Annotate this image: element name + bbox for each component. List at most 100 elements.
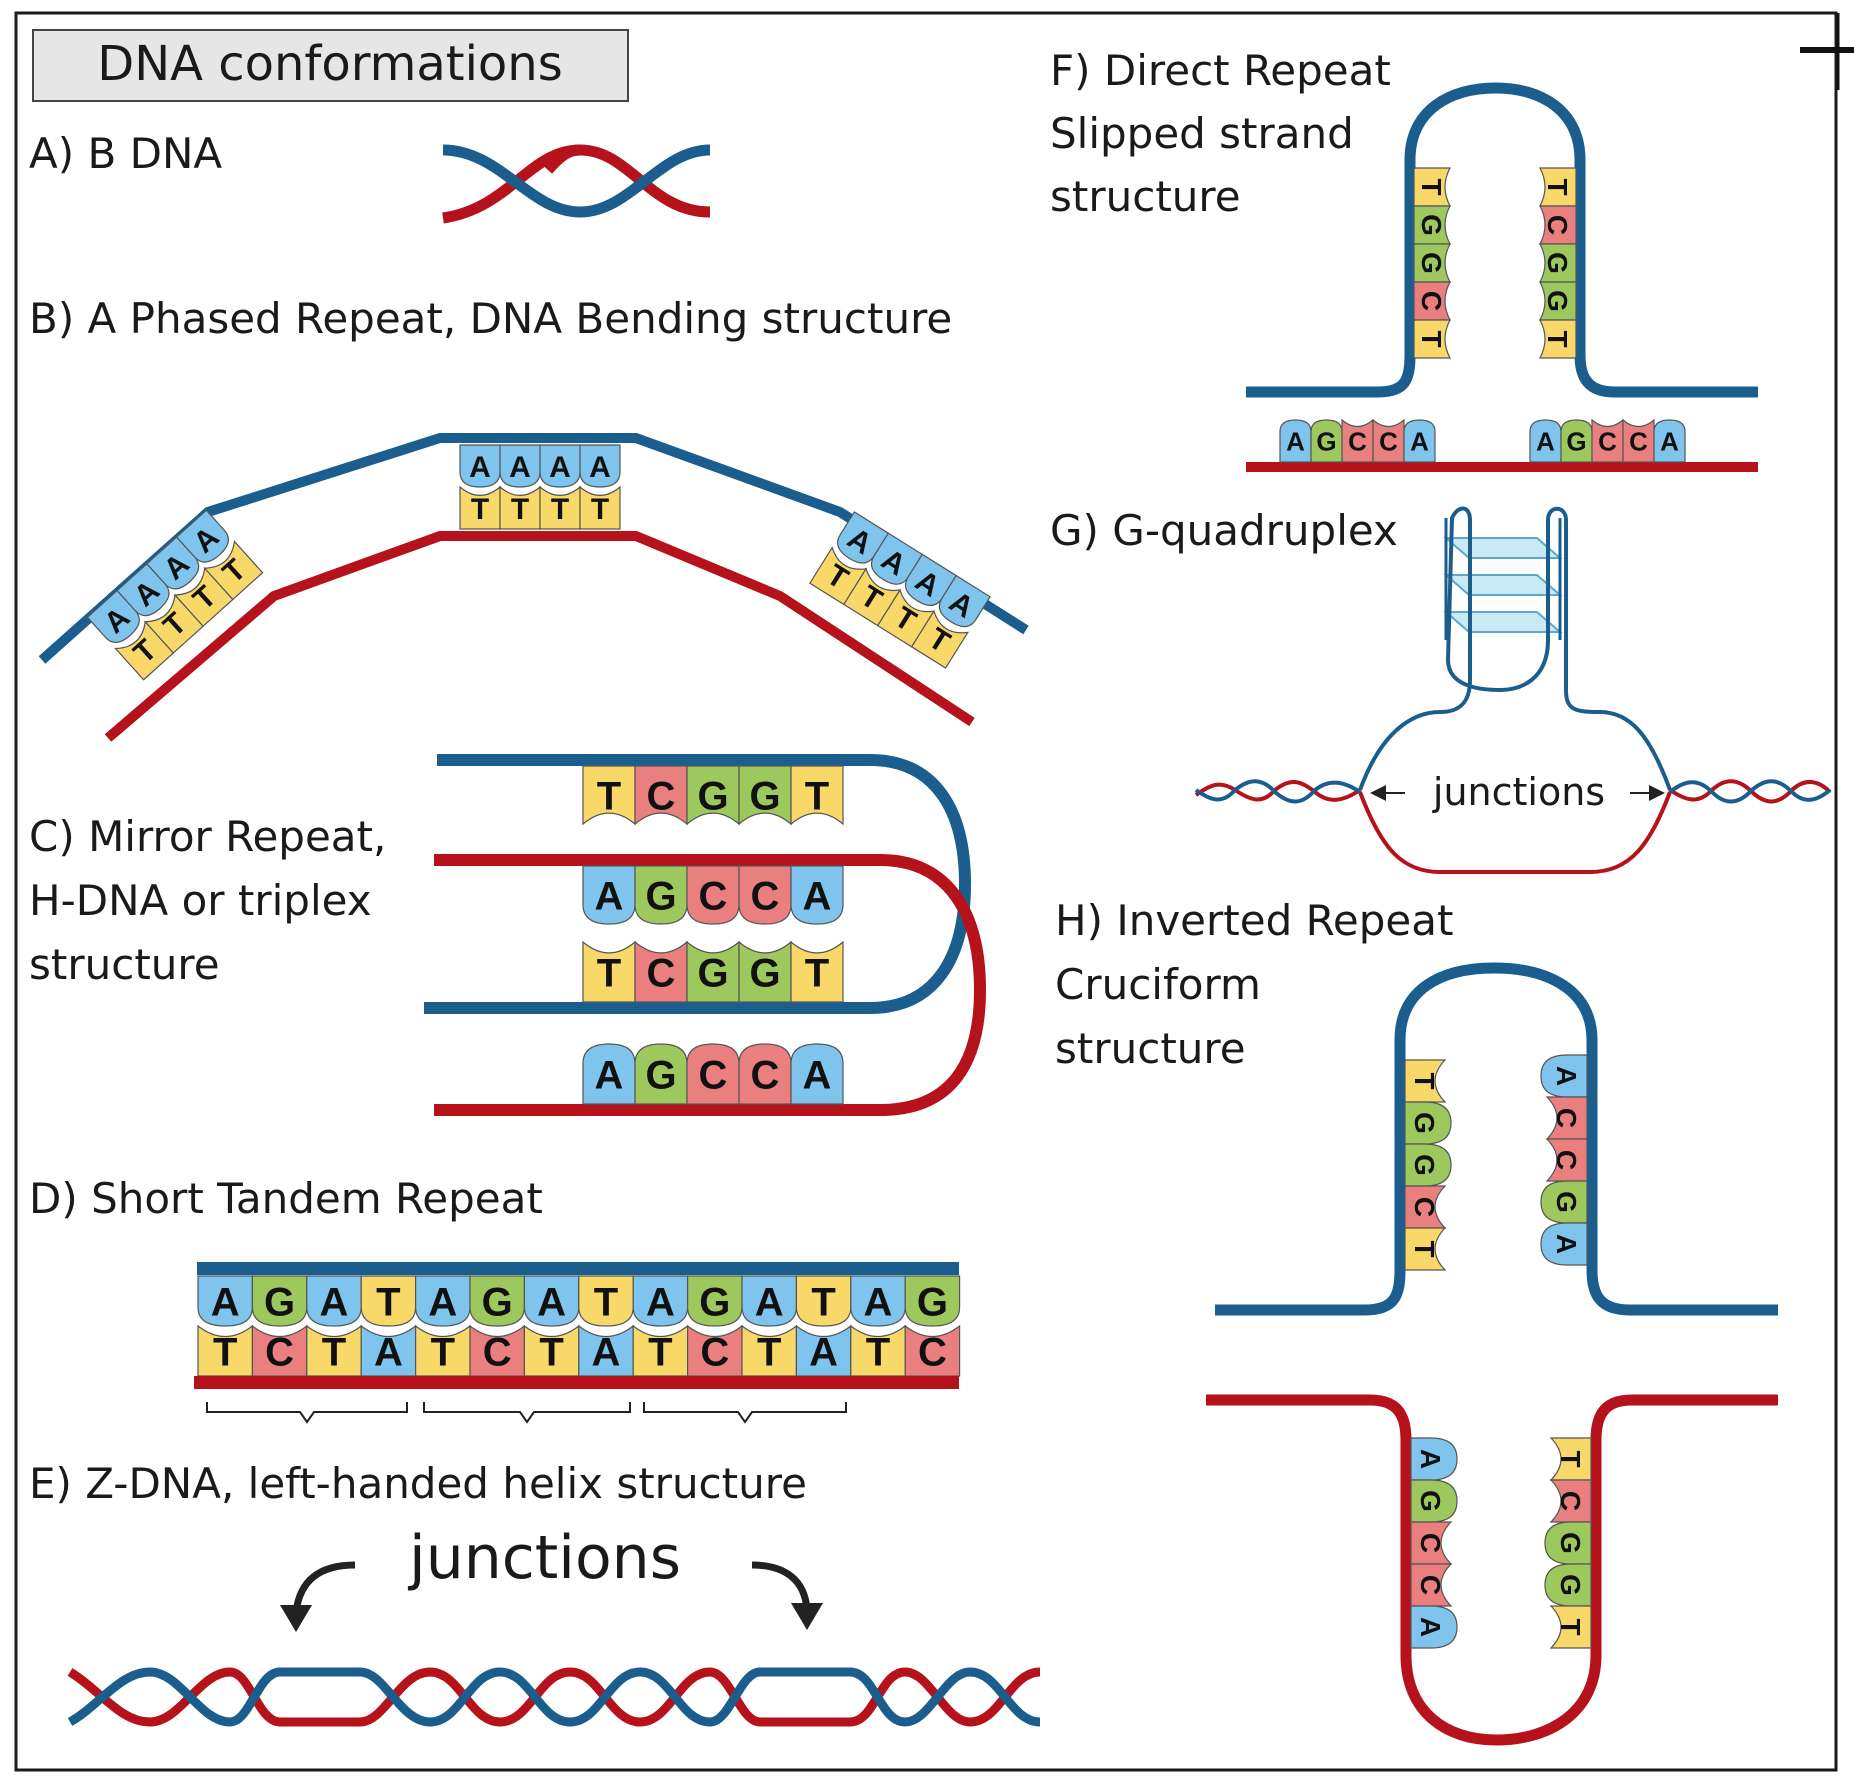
base-T: T	[1539, 319, 1577, 359]
base-G: G	[1544, 1521, 1592, 1565]
panel-b-label: B) A Phased Repeat, DNA Bending structur…	[29, 294, 952, 343]
slipped-blue-strand	[1246, 82, 1758, 398]
base-shape	[790, 1043, 844, 1105]
base-shape	[687, 1275, 743, 1327]
base-G: G	[1540, 1180, 1588, 1224]
quadruplex-strand	[1358, 506, 1672, 791]
panel-h-label-line3: structure	[1055, 1024, 1246, 1073]
base-shape	[790, 765, 844, 826]
base-G: G	[469, 1275, 525, 1327]
base-letter: C	[647, 774, 676, 818]
base-A: A	[795, 1324, 852, 1377]
z-dna-junctions-label: junctions	[407, 1523, 681, 1593]
base-G: G	[687, 1275, 743, 1327]
base-G: G	[1539, 281, 1577, 321]
base-A: A	[837, 511, 890, 564]
base-letter: C	[1415, 1575, 1446, 1595]
base-A: A	[539, 444, 581, 488]
base-T: T	[539, 485, 581, 530]
base-letter: A	[864, 1280, 893, 1324]
base-shape	[938, 574, 991, 628]
base-G: G	[1413, 243, 1451, 283]
base-T: T	[910, 609, 970, 669]
base-G: G	[686, 765, 740, 826]
base-T: T	[360, 1275, 417, 1327]
base-letter: T	[805, 951, 829, 995]
base-A: A	[306, 1275, 362, 1327]
base-letter: T	[597, 774, 621, 818]
base-shape	[306, 1275, 362, 1327]
base-T: T	[790, 940, 844, 1003]
base-letter: T	[1542, 178, 1573, 195]
base-letter: C	[1416, 291, 1447, 311]
base-letter: T	[431, 1330, 455, 1374]
base-letter: C	[647, 951, 676, 995]
base-letter: T	[648, 1330, 672, 1374]
panel-c-label-line1: C) Mirror Repeat,	[29, 812, 386, 861]
base-C: C	[1549, 1479, 1592, 1523]
base-letter: A	[809, 1330, 838, 1374]
base-shape	[634, 865, 688, 925]
base-letter: T	[213, 1330, 237, 1374]
base-letter: G	[1555, 1574, 1586, 1596]
triplex-red-strand	[434, 854, 987, 1116]
str-blue-strand	[197, 1262, 959, 1275]
base-letter: T	[322, 1330, 346, 1374]
base-T: T	[306, 1324, 362, 1377]
quadruplex-left-helix-red	[1194, 780, 1362, 802]
base-A: A	[360, 1324, 417, 1377]
base-letter: C	[751, 874, 780, 918]
base-G: G	[1410, 1479, 1458, 1523]
panel-h-label-line2: Cruciform	[1055, 960, 1261, 1009]
base-letter: A	[1415, 1617, 1446, 1637]
base-A: A	[1279, 419, 1312, 463]
base-T: T	[173, 566, 234, 628]
base-letter: C	[1409, 1197, 1440, 1217]
base-shape	[1410, 1605, 1458, 1649]
base-letter: T	[757, 1330, 781, 1374]
base-shape	[1404, 1059, 1447, 1103]
bending-red-strand	[104, 531, 975, 742]
repeat-bracket-3	[643, 1402, 847, 1424]
quadruplex-left-helix-blue	[1194, 779, 1362, 804]
base-C: C	[1545, 1138, 1588, 1182]
base-letter: A	[211, 1280, 240, 1324]
base-letter: G	[1416, 252, 1447, 274]
base-A: A	[1529, 419, 1562, 463]
base-T: T	[579, 485, 621, 530]
base-letter: T	[1409, 1240, 1440, 1257]
base-shape	[1653, 419, 1686, 463]
base-shape	[910, 609, 970, 669]
quadruplex-right-helix-blue	[1668, 779, 1832, 804]
base-letter: T	[1555, 1450, 1586, 1467]
base-A: A	[197, 1275, 253, 1327]
base-letter: C	[1415, 1533, 1446, 1553]
base-letter: C	[1542, 215, 1573, 235]
base-letter: A	[803, 874, 832, 918]
base-letter: G	[1551, 1191, 1582, 1213]
base-C: C	[634, 765, 688, 826]
base-shape	[415, 1275, 471, 1327]
base-letter: C	[1629, 426, 1648, 456]
base-letter: A	[803, 1053, 832, 1097]
base-shape	[579, 444, 621, 488]
base-G: G	[251, 1275, 308, 1327]
base-G: G	[1404, 1101, 1452, 1145]
base-shape	[1372, 418, 1405, 463]
base-letter: T	[811, 1280, 835, 1324]
base-shape	[850, 1275, 906, 1327]
base-G: G	[1544, 1563, 1592, 1607]
b-dna-helix	[442, 144, 711, 224]
panel-f-label-line2: Slipped strand	[1050, 109, 1354, 158]
base-A: A	[1403, 419, 1436, 463]
base-letter: A	[537, 1280, 566, 1324]
base-letter: A	[374, 1330, 403, 1374]
